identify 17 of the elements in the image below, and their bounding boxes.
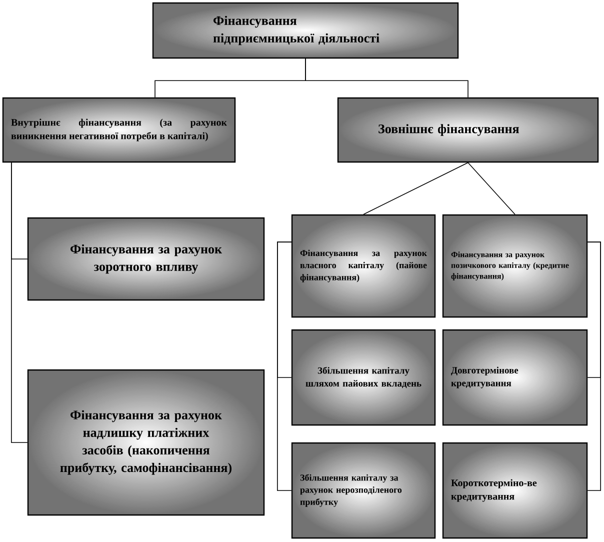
connector-line <box>305 58 468 98</box>
process-box: Внутрішнє фінансування (за рахунок виникнення негативної потреби в капіталі) <box>2 97 236 163</box>
process-box: Зовнішнє фінансування <box>337 97 599 163</box>
process-box: Короткотерміно-ве кредитування <box>442 442 588 539</box>
connector-line <box>363 162 468 215</box>
process-box: Фінансування за рахунок надлишку платіжних засобів (накопичення прибутку, самофінансівання) <box>27 369 265 516</box>
connector-line <box>11 162 28 443</box>
heading-box: Фінансування підприємницької діяльності <box>152 2 459 59</box>
process-box: Фінансування за рахунок позичкового капіталу (кредитне фінансування) <box>442 214 588 318</box>
process-box: Довготермінове кредитування <box>442 329 588 426</box>
connector-line <box>468 162 516 215</box>
connector-line <box>277 242 292 491</box>
process-box: Фінансування за рахунок зоротного впливу <box>27 217 265 301</box>
process-box: Збільшення капіталу шляхом пайових вкладень <box>291 329 436 426</box>
process-box: Збільшення капіталу за рахунок нерозподіленого прибутку <box>291 442 436 539</box>
connector-line <box>587 242 601 491</box>
process-box: Фінансування за рахунок власного капіталу (пайове фінансування) <box>291 214 436 318</box>
